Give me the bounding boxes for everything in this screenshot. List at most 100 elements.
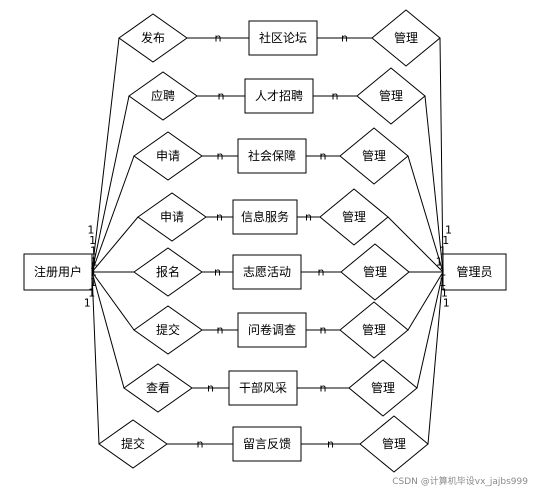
action-label: 发布 [141, 30, 165, 45]
nodes [23, 9, 507, 473]
edges [91, 37, 444, 445]
entity-box [232, 254, 302, 290]
cardinality-mid1: n [214, 266, 221, 279]
entity-label: 问卷调查 [248, 322, 296, 337]
edge-right-2 [407, 155, 444, 273]
manage-diamond [339, 127, 409, 185]
manage-label: 管理 [394, 30, 418, 45]
cardinality-left: 1 [91, 256, 98, 269]
entity-box [237, 312, 307, 348]
manage-diamond [371, 9, 441, 67]
cardinality-left: 1 [89, 234, 96, 247]
action-label: 提交 [156, 322, 180, 337]
edge-right-6 [416, 271, 444, 389]
cardinality-right: 1 [445, 223, 452, 236]
cardinality-left: 1 [87, 223, 94, 236]
edge-right-7 [427, 271, 444, 445]
cardinality-left: 1 [84, 296, 91, 309]
action-label: 申请 [160, 210, 184, 224]
manage-diamond [348, 359, 418, 417]
entity-label: 信息服务 [241, 209, 289, 224]
entity-box [232, 426, 302, 462]
cardinality-mid1: n [218, 90, 225, 103]
cardinality-mid1: n [216, 211, 223, 224]
entity-box [232, 199, 298, 235]
edge-left-6 [91, 271, 125, 389]
cardinality-mid2: n [332, 90, 339, 103]
cardinality-right: 1 [439, 245, 446, 258]
edge-right-5 [407, 271, 444, 331]
left-entity-box [23, 253, 93, 291]
edge-left-5 [91, 271, 135, 331]
cardinality-mid1: n [215, 32, 222, 45]
entity-label: 社区论坛 [259, 30, 307, 45]
cardinality-mid2: n [320, 382, 327, 395]
entity-box [228, 370, 298, 406]
cardinality-mid1: n [217, 324, 224, 337]
manage-label: 管理 [379, 88, 403, 103]
edge-right-1 [424, 95, 444, 273]
action-diamond [118, 13, 188, 63]
edge-left-1 [91, 95, 130, 273]
cardinality-mid1: n [197, 438, 204, 451]
manage-diamond [319, 188, 389, 246]
cardinality-mid2: n [305, 211, 312, 224]
action-diamond [133, 247, 203, 297]
edge-left-3 [91, 216, 139, 273]
right-entity-box [442, 253, 507, 291]
cardinality-right: 1 [436, 256, 443, 269]
entity-label: 留言反馈 [243, 437, 291, 451]
cardinality-mid1: n [207, 382, 214, 395]
entity-box [248, 20, 318, 56]
cardinality-right: 1 [439, 266, 446, 279]
edge-right-3 [387, 216, 444, 273]
cardinality-right: 1 [443, 296, 450, 309]
action-label: 查看 [146, 381, 170, 395]
edge-right-0 [439, 37, 444, 273]
cardinality-mid2: n [320, 324, 327, 337]
manage-label: 管理 [342, 209, 366, 224]
cardinality-mid2: n [341, 32, 348, 45]
action-diamond [123, 363, 193, 413]
cardinality-right: 1 [442, 234, 449, 247]
cardinality-left: 1 [88, 286, 95, 299]
action-diamond [137, 192, 207, 242]
edge-left-2 [91, 155, 135, 273]
action-diamond [133, 131, 203, 181]
cardinality-left: 1 [90, 276, 97, 289]
manage-diamond [340, 243, 410, 301]
watermark-text: CSDN @计算机毕设vx_jajbs999 [392, 475, 528, 487]
cardinality-left: 1 [90, 266, 97, 279]
manage-label: 管理 [382, 436, 406, 451]
action-diamond [133, 305, 203, 355]
action-label: 提交 [121, 436, 145, 451]
cardinality-right: 1 [439, 276, 446, 289]
cardinality-left: 1 [90, 245, 97, 258]
entity-box [237, 138, 307, 174]
entity-label: 干部风采 [239, 380, 287, 395]
cardinality-mid2: n [327, 438, 334, 451]
action-diamond [128, 71, 198, 121]
manage-label: 管理 [371, 380, 395, 395]
left-entity-label: 注册用户 [34, 264, 82, 279]
action-label: 应聘 [151, 88, 175, 103]
manage-label: 管理 [363, 264, 387, 279]
entity-label: 人才招聘 [255, 89, 303, 103]
cardinality-mid2: n [320, 150, 327, 163]
manage-diamond [339, 301, 409, 359]
action-label: 申请 [156, 149, 180, 163]
entity-box [244, 78, 314, 114]
entity-label: 社会保障 [248, 148, 296, 163]
right-entity-label: 管理员 [456, 264, 492, 279]
entity-label: 志愿活动 [243, 265, 291, 279]
cardinality-right: 1 [441, 286, 448, 299]
manage-diamond [359, 415, 429, 473]
action-label: 报名 [156, 264, 180, 279]
manage-label: 管理 [362, 148, 386, 163]
edge-left-7 [91, 271, 100, 445]
action-diamond [98, 419, 168, 469]
manage-diamond [356, 67, 426, 125]
manage-label: 管理 [362, 322, 386, 337]
